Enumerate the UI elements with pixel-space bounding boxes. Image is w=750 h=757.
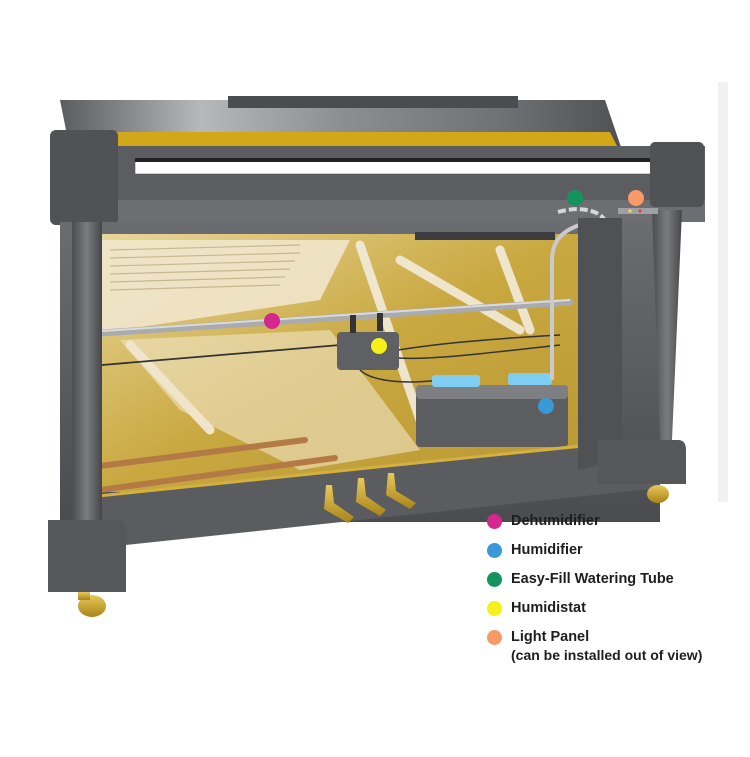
fallboard-gold-strip: [70, 132, 618, 148]
pedals: [324, 473, 416, 523]
left-leg: [72, 222, 102, 552]
humidifier-tank: [416, 385, 568, 447]
legend-label: Humidistat: [511, 600, 586, 616]
legend-label: Easy-Fill Watering Tube: [511, 571, 674, 587]
right-caster: [647, 485, 669, 503]
humidifier-pad-1: [432, 375, 480, 387]
legend-item-watering-tube: Easy-Fill Watering Tube: [487, 568, 747, 597]
watering-tube-dot-icon: [487, 572, 502, 587]
light-panel-dot-icon: [487, 630, 502, 645]
humidifier-marker-icon: [538, 398, 554, 414]
legend-label: Light Panel: [511, 629, 590, 645]
trap-rod-2: [97, 455, 338, 493]
watering-tube-marker-icon: [567, 190, 583, 206]
right-toe-block: [598, 440, 686, 484]
keyboard-keys: [134, 159, 656, 175]
bottom-rail: [98, 440, 660, 548]
string-area: [100, 240, 350, 330]
right-cheek: [650, 142, 704, 207]
light-panel-strip: [618, 208, 658, 214]
legend-item-humidifier: Humidifier: [487, 539, 747, 568]
legend-item-humidistat: Humidistat: [487, 597, 747, 626]
legend-item-dehumidifier: Dehumidifier: [487, 510, 747, 539]
right-leg: [652, 210, 682, 440]
dehumidifier-rod: [98, 298, 574, 337]
music-rest: [228, 96, 518, 108]
dehumidifier-marker-icon: [264, 313, 280, 329]
humidifier-pad-2: [508, 373, 552, 385]
humidistat-marker-icon: [371, 338, 387, 354]
legend: Dehumidifier Humidifier Easy-Fill Wateri…: [487, 510, 747, 670]
black-keys: [135, 158, 655, 162]
legend-label: Dehumidifier: [511, 513, 600, 529]
trap-rod-1: [97, 437, 308, 469]
humidifier-dot-icon: [487, 543, 502, 558]
humidistat-dot-icon: [487, 601, 502, 616]
left-caster: [78, 592, 106, 617]
light-panel-marker-icon: [628, 190, 644, 206]
background-strip: [718, 82, 728, 502]
legend-label: Humidifier: [511, 542, 583, 558]
left-toe-block: [48, 520, 126, 592]
dehumidifier-dot-icon: [487, 514, 502, 529]
right-side-panel: [578, 218, 622, 470]
humidistat-box: [337, 332, 399, 370]
left-cheek: [50, 130, 118, 225]
legend-sublabel: (can be installed out of view): [511, 647, 703, 663]
legend-item-light-panel: Light Panel (can be installed out of vie…: [487, 626, 747, 670]
